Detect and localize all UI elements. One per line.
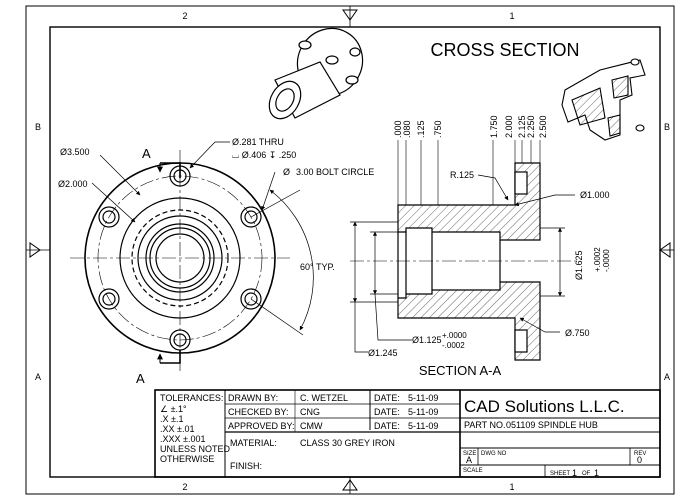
dim-outer-diameter: Ø3.500 xyxy=(60,147,90,157)
date-label-1: DATE: xyxy=(374,393,400,403)
dim-hub-diameter: Ø2.000 xyxy=(58,179,88,189)
section-marker-bottom: A xyxy=(136,371,145,386)
company-name: CAD Solutions L.L.C. xyxy=(464,397,625,416)
material-value: CLASS 30 GREY IRON xyxy=(300,438,395,448)
tol-line-3: .XX ±.01 xyxy=(160,424,194,434)
checked-by-label: CHECKED BY: xyxy=(228,407,289,417)
size-label: SIZE xyxy=(463,451,476,457)
dim-dia-1125-tol-plus: +.0000 xyxy=(442,331,467,340)
date-value-3: 5-11-09 xyxy=(408,421,438,431)
section-marker-top: A xyxy=(142,146,151,161)
section-title: SECTION A-A xyxy=(419,363,502,378)
zone-right-b: B xyxy=(664,122,670,132)
section-dim-leaders xyxy=(350,174,575,353)
drawn-by-value: C. WETZEL xyxy=(300,393,348,403)
approved-by-label: APPROVED BY: xyxy=(228,421,295,431)
part-no-label: PART NO. xyxy=(464,420,506,430)
date-value-1: 5-11-09 xyxy=(408,393,438,403)
dim-dia-1625: Ø1.625 xyxy=(574,250,584,280)
top-dim-2250: 2.250 xyxy=(526,115,536,138)
rev-label: REV xyxy=(634,451,646,457)
zone-left-a: A xyxy=(35,372,41,382)
cross-section-isometric xyxy=(561,58,646,141)
isometric-view xyxy=(268,27,364,120)
dim-dia-1625-tol-plus: +.0002 xyxy=(593,247,602,272)
zone-bottom-1: 1 xyxy=(509,482,514,492)
dim-dia-1000: Ø1.000 xyxy=(580,190,610,200)
sheet-value: 1 xyxy=(572,468,577,478)
tol-line-5: UNLESS NOTED xyxy=(160,444,231,454)
zone-top-1: 1 xyxy=(509,11,514,21)
top-dim-2125: 2.125 xyxy=(517,115,527,138)
dim-hole-counterbore: ⌴ Ø.406 ↧ .250 xyxy=(232,150,296,160)
section-top-dim-lines xyxy=(397,140,541,205)
tol-line-0: TOLERANCES: xyxy=(160,393,223,403)
top-dim-080: .080 xyxy=(402,120,412,138)
front-view xyxy=(70,150,290,372)
dim-dia-1245: Ø1.245 xyxy=(368,348,398,358)
top-dim-2500: 2.500 xyxy=(538,115,548,138)
top-dim-750: .750 xyxy=(433,120,443,138)
top-dim-125: .125 xyxy=(416,120,426,138)
material-label: MATERIAL: xyxy=(230,438,277,448)
finish-label: FINISH: xyxy=(230,461,262,471)
drawn-by-label: DRAWN BY: xyxy=(228,393,278,403)
section-line xyxy=(157,162,181,364)
dim-hole-diameter: Ø.281 THRU xyxy=(232,137,284,147)
date-label-2: DATE: xyxy=(374,407,400,417)
dim-radius: R.125 xyxy=(450,170,474,180)
tol-line-2: .X ±.1 xyxy=(160,414,183,424)
dim-dia-1125: Ø1.125 xyxy=(412,335,442,345)
tol-line-4: .XXX ±.001 xyxy=(160,434,205,444)
date-label-3: DATE: xyxy=(374,421,400,431)
dim-dia-1125-tol-minus: -.0002 xyxy=(442,341,465,350)
dim-bolt-circle-symbol: Ø xyxy=(283,167,290,177)
zone-bottom-2: 2 xyxy=(182,482,187,492)
of-value: 1 xyxy=(594,468,599,478)
tol-line-1: ∠ ±.1° xyxy=(160,404,187,414)
checked-by-value: CNG xyxy=(300,407,320,417)
zone-right-a: A xyxy=(664,372,670,382)
center-arrows xyxy=(29,9,671,491)
dim-dia-1625-tol-minus: -.0000 xyxy=(602,249,611,272)
section-view xyxy=(350,162,580,361)
tol-line-6: OTHERWISE xyxy=(160,454,214,464)
dim-bolt-circle: 3.00 BOLT CIRCLE xyxy=(296,167,374,177)
front-dim-leaders xyxy=(91,141,314,336)
scale-label: SCALE xyxy=(463,468,483,474)
top-dim-000: .000 xyxy=(393,120,403,138)
zone-left-b: B xyxy=(35,122,41,132)
title-block xyxy=(154,389,661,478)
of-label: OF xyxy=(582,471,591,477)
rev-value: 0 xyxy=(637,455,642,465)
dim-dia-750: Ø.750 xyxy=(565,328,590,338)
size-value: A xyxy=(466,455,472,465)
part-no-value: 051109 SPINDLE HUB xyxy=(506,420,598,430)
top-dim-1750: 1.750 xyxy=(489,115,499,138)
zone-top-2: 2 xyxy=(182,11,187,21)
cross-section-title: CROSS SECTION xyxy=(430,40,579,60)
sheet-label: SHEET xyxy=(550,471,570,477)
dwg-no-label: DWG NO xyxy=(481,451,507,457)
approved-by-value: CMW xyxy=(300,421,323,431)
dim-angle: 60° TYP. xyxy=(300,262,335,272)
date-value-2: 5-11-09 xyxy=(408,407,438,417)
top-dim-2000: 2.000 xyxy=(504,115,514,138)
